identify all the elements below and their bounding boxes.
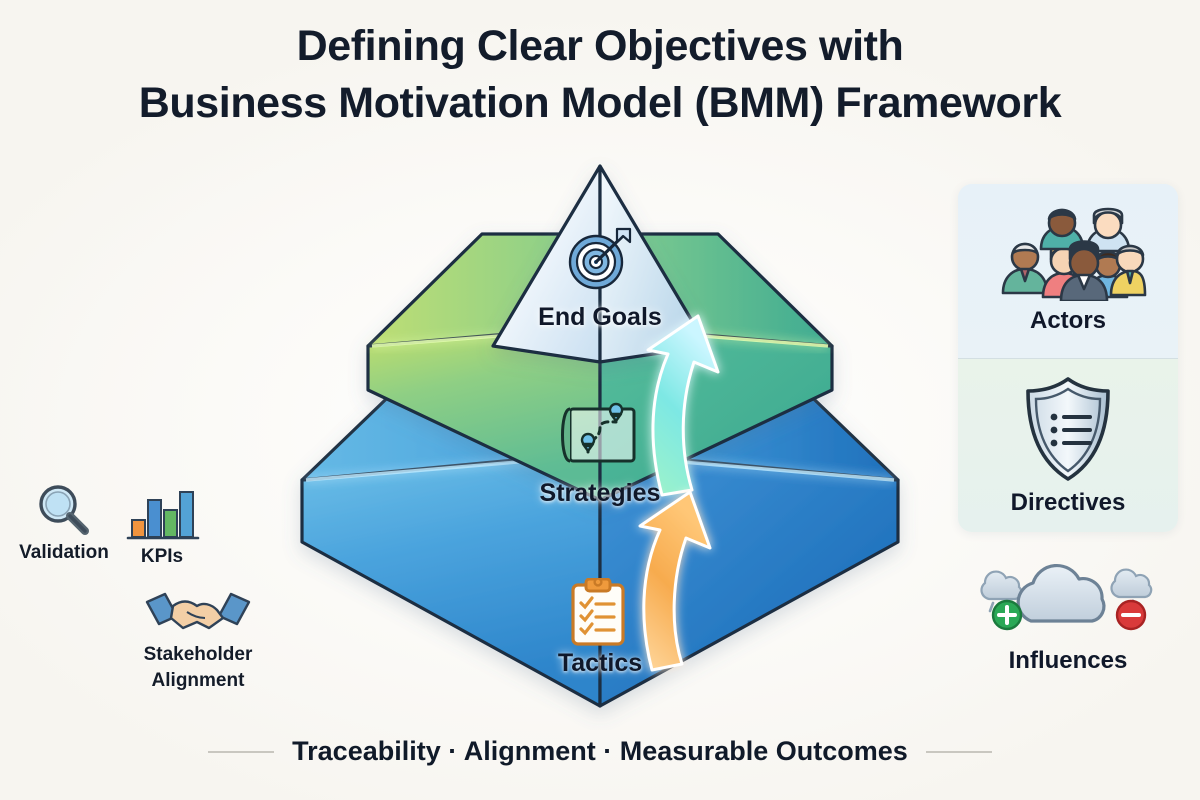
pyramid-apex-tier [491, 164, 709, 364]
title-line-2: Business Motivation Model (BMM) Framewor… [138, 79, 1062, 128]
card-section-label: Influences [1008, 647, 1128, 674]
side-item-label: KPIs [140, 546, 184, 567]
shield-list-icon [1026, 376, 1110, 481]
side-item-validation: Validation [6, 482, 122, 564]
positive-influence-badge [991, 599, 1023, 631]
negative-influence-badge [1115, 599, 1147, 631]
title-line-1: Defining Clear Objectives with [296, 22, 904, 70]
tier-label-strategies: Strategies [539, 479, 661, 507]
clipboard-icon [568, 578, 628, 648]
card-section-actors[interactable]: Actors [958, 184, 1178, 358]
bmm-pyramid [250, 150, 950, 730]
bmm-side-card: Actors Directi [958, 184, 1178, 532]
tier-label-end-goals: End Goals [538, 303, 662, 331]
footer-rule-left [208, 750, 275, 753]
people-group-icon [1001, 207, 1147, 301]
tactics-to-strategies-arrow [638, 490, 712, 672]
page-title: Defining Clear Objectives with Business … [0, 18, 1200, 132]
card-section-directives[interactable]: Directives [958, 358, 1178, 532]
card-section-label: Actors [1029, 307, 1107, 334]
side-item-label: Validation [19, 542, 109, 563]
strategies-to-goals-arrow [646, 314, 720, 497]
target-icon [561, 223, 635, 297]
tier-label-tactics: Tactics [557, 649, 643, 677]
clouds-icon [980, 563, 1153, 631]
side-item-label-line-2: Alignment [151, 669, 245, 691]
roadmap-icon [554, 400, 640, 474]
footer: Traceability · Alignment · Measurable Ou… [0, 736, 1200, 767]
side-item-kpis: KPIs [112, 486, 212, 568]
footer-caption: Traceability · Alignment · Measurable Ou… [292, 736, 908, 766]
card-section-influences[interactable]: Influences [958, 536, 1178, 696]
card-section-label: Directives [1010, 488, 1126, 516]
footer-rule-right [925, 750, 992, 753]
side-item-stakeholder-alignment: Stakeholder Alignment [108, 588, 288, 691]
side-item-label-line-1: Stakeholder [143, 644, 253, 665]
